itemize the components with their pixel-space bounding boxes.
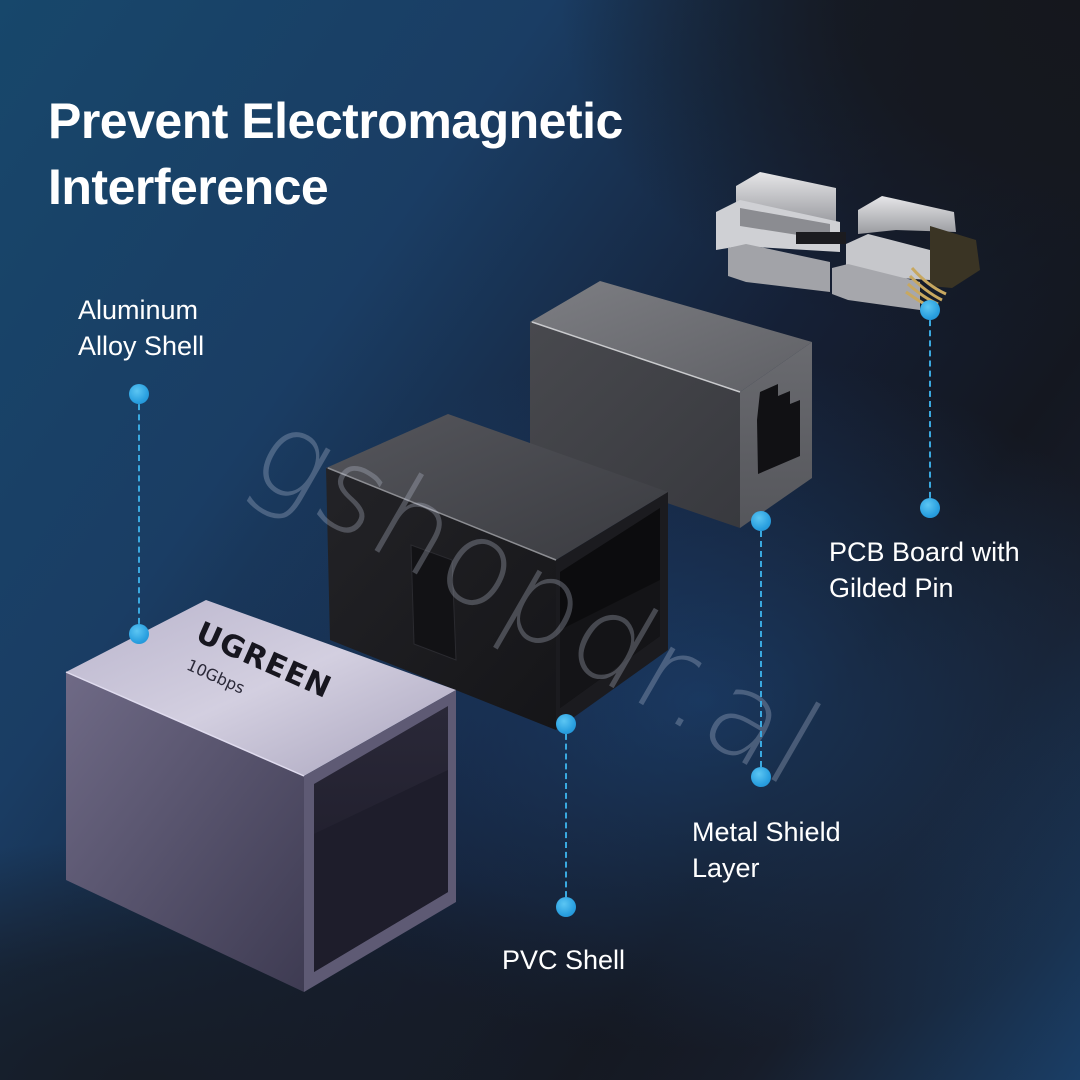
callout-pcb-board: PCB Board with Gilded Pin (829, 537, 1020, 603)
callout-dot-metal-shield-top (751, 511, 771, 531)
callout-dot-pvc-bottom (556, 897, 576, 917)
pvc-shell-component (326, 414, 668, 730)
leader-line-pvc (565, 724, 567, 907)
callout-dot-aluminum-top (129, 384, 149, 404)
callout-dot-pcb-bottom (920, 498, 940, 518)
title-line-2: Interference (48, 159, 329, 215)
pcb-board-component (716, 172, 980, 310)
title-line-1: Prevent Electromagnetic (48, 93, 623, 149)
leader-line-metal-shield (760, 521, 762, 777)
callout-dot-pcb-top (920, 300, 940, 320)
callout-dot-aluminum-bottom (129, 624, 149, 644)
callout-pvc-shell: PVC Shell (502, 945, 626, 975)
metal-shield-layer-component (530, 281, 812, 528)
callout-dot-pvc-top (556, 714, 576, 734)
callout-aluminum-alloy-shell: Aluminum Alloy Shell (78, 295, 205, 361)
page-title: Prevent Electromagnetic Interference (48, 88, 623, 220)
callout-metal-shield-layer: Metal Shield Layer (692, 817, 841, 883)
leader-line-pcb (929, 310, 931, 508)
leader-line-aluminum (138, 394, 140, 634)
callout-dot-metal-shield-bottom (751, 767, 771, 787)
